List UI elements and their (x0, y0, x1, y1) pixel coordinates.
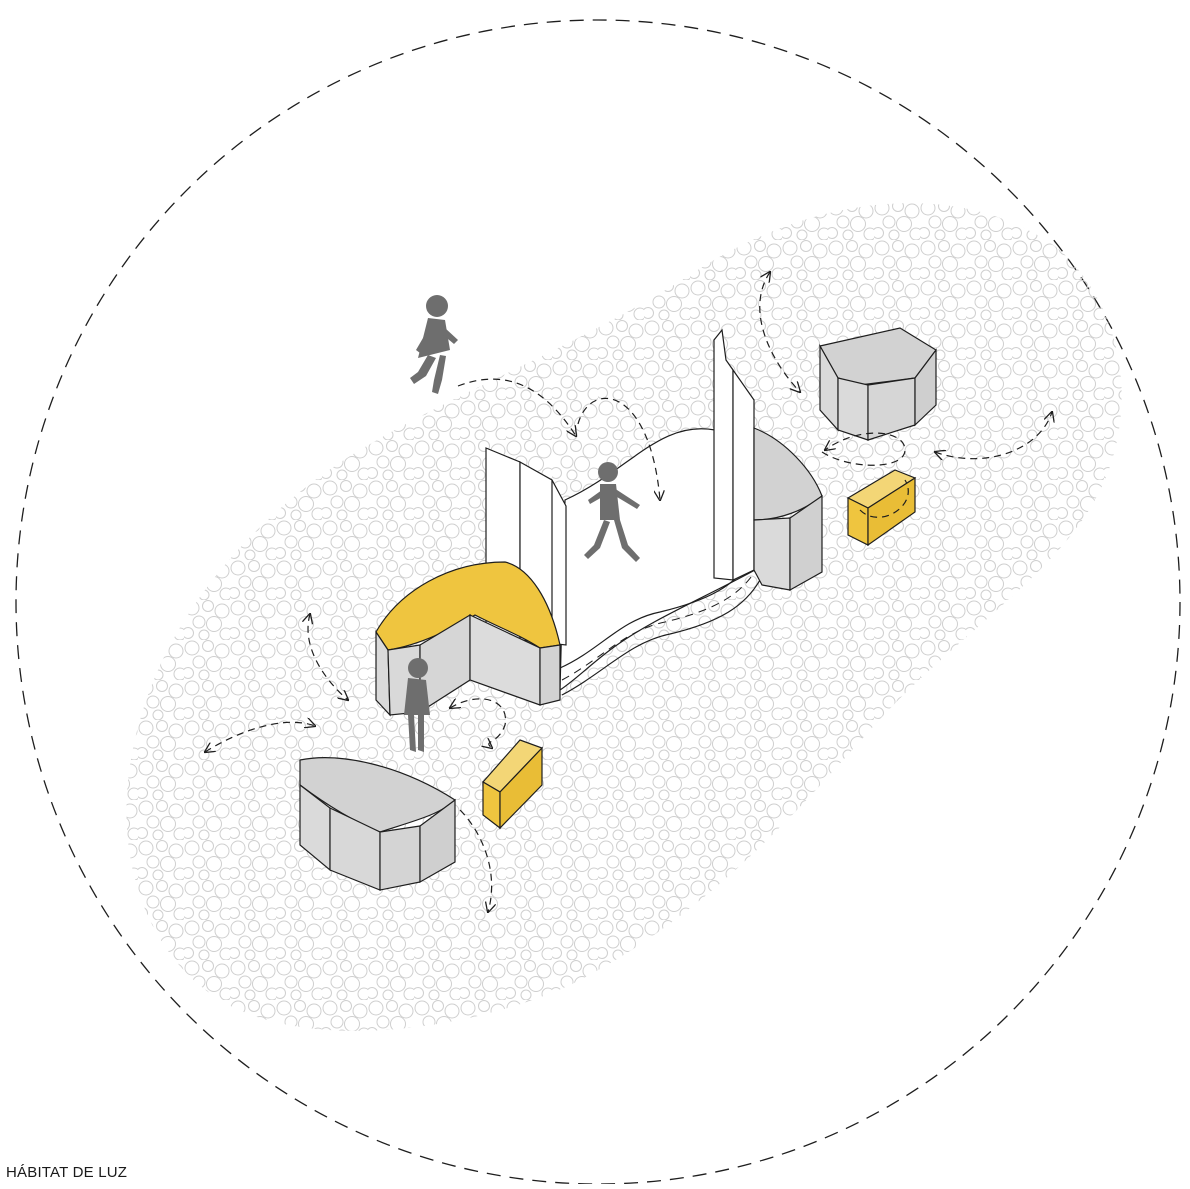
bottom-yellow-box (482, 739, 544, 830)
child-figure-running (410, 295, 458, 394)
bottom-left-block (299, 757, 456, 891)
floor-edge-dashed (561, 569, 757, 681)
top-right-block (819, 327, 937, 441)
child-figure-walking (584, 462, 640, 562)
child-figure-standing (404, 658, 430, 752)
right-yellow-box (846, 469, 917, 547)
floor-edge-lower (561, 579, 761, 696)
movement-arrows (205, 272, 1052, 912)
boundary-circle (15, 19, 1181, 1185)
diagram-title: HÁBITAT DE LUZ (6, 1164, 128, 1181)
yellow-curved-bench (375, 561, 561, 717)
right-grey-block (753, 427, 823, 592)
